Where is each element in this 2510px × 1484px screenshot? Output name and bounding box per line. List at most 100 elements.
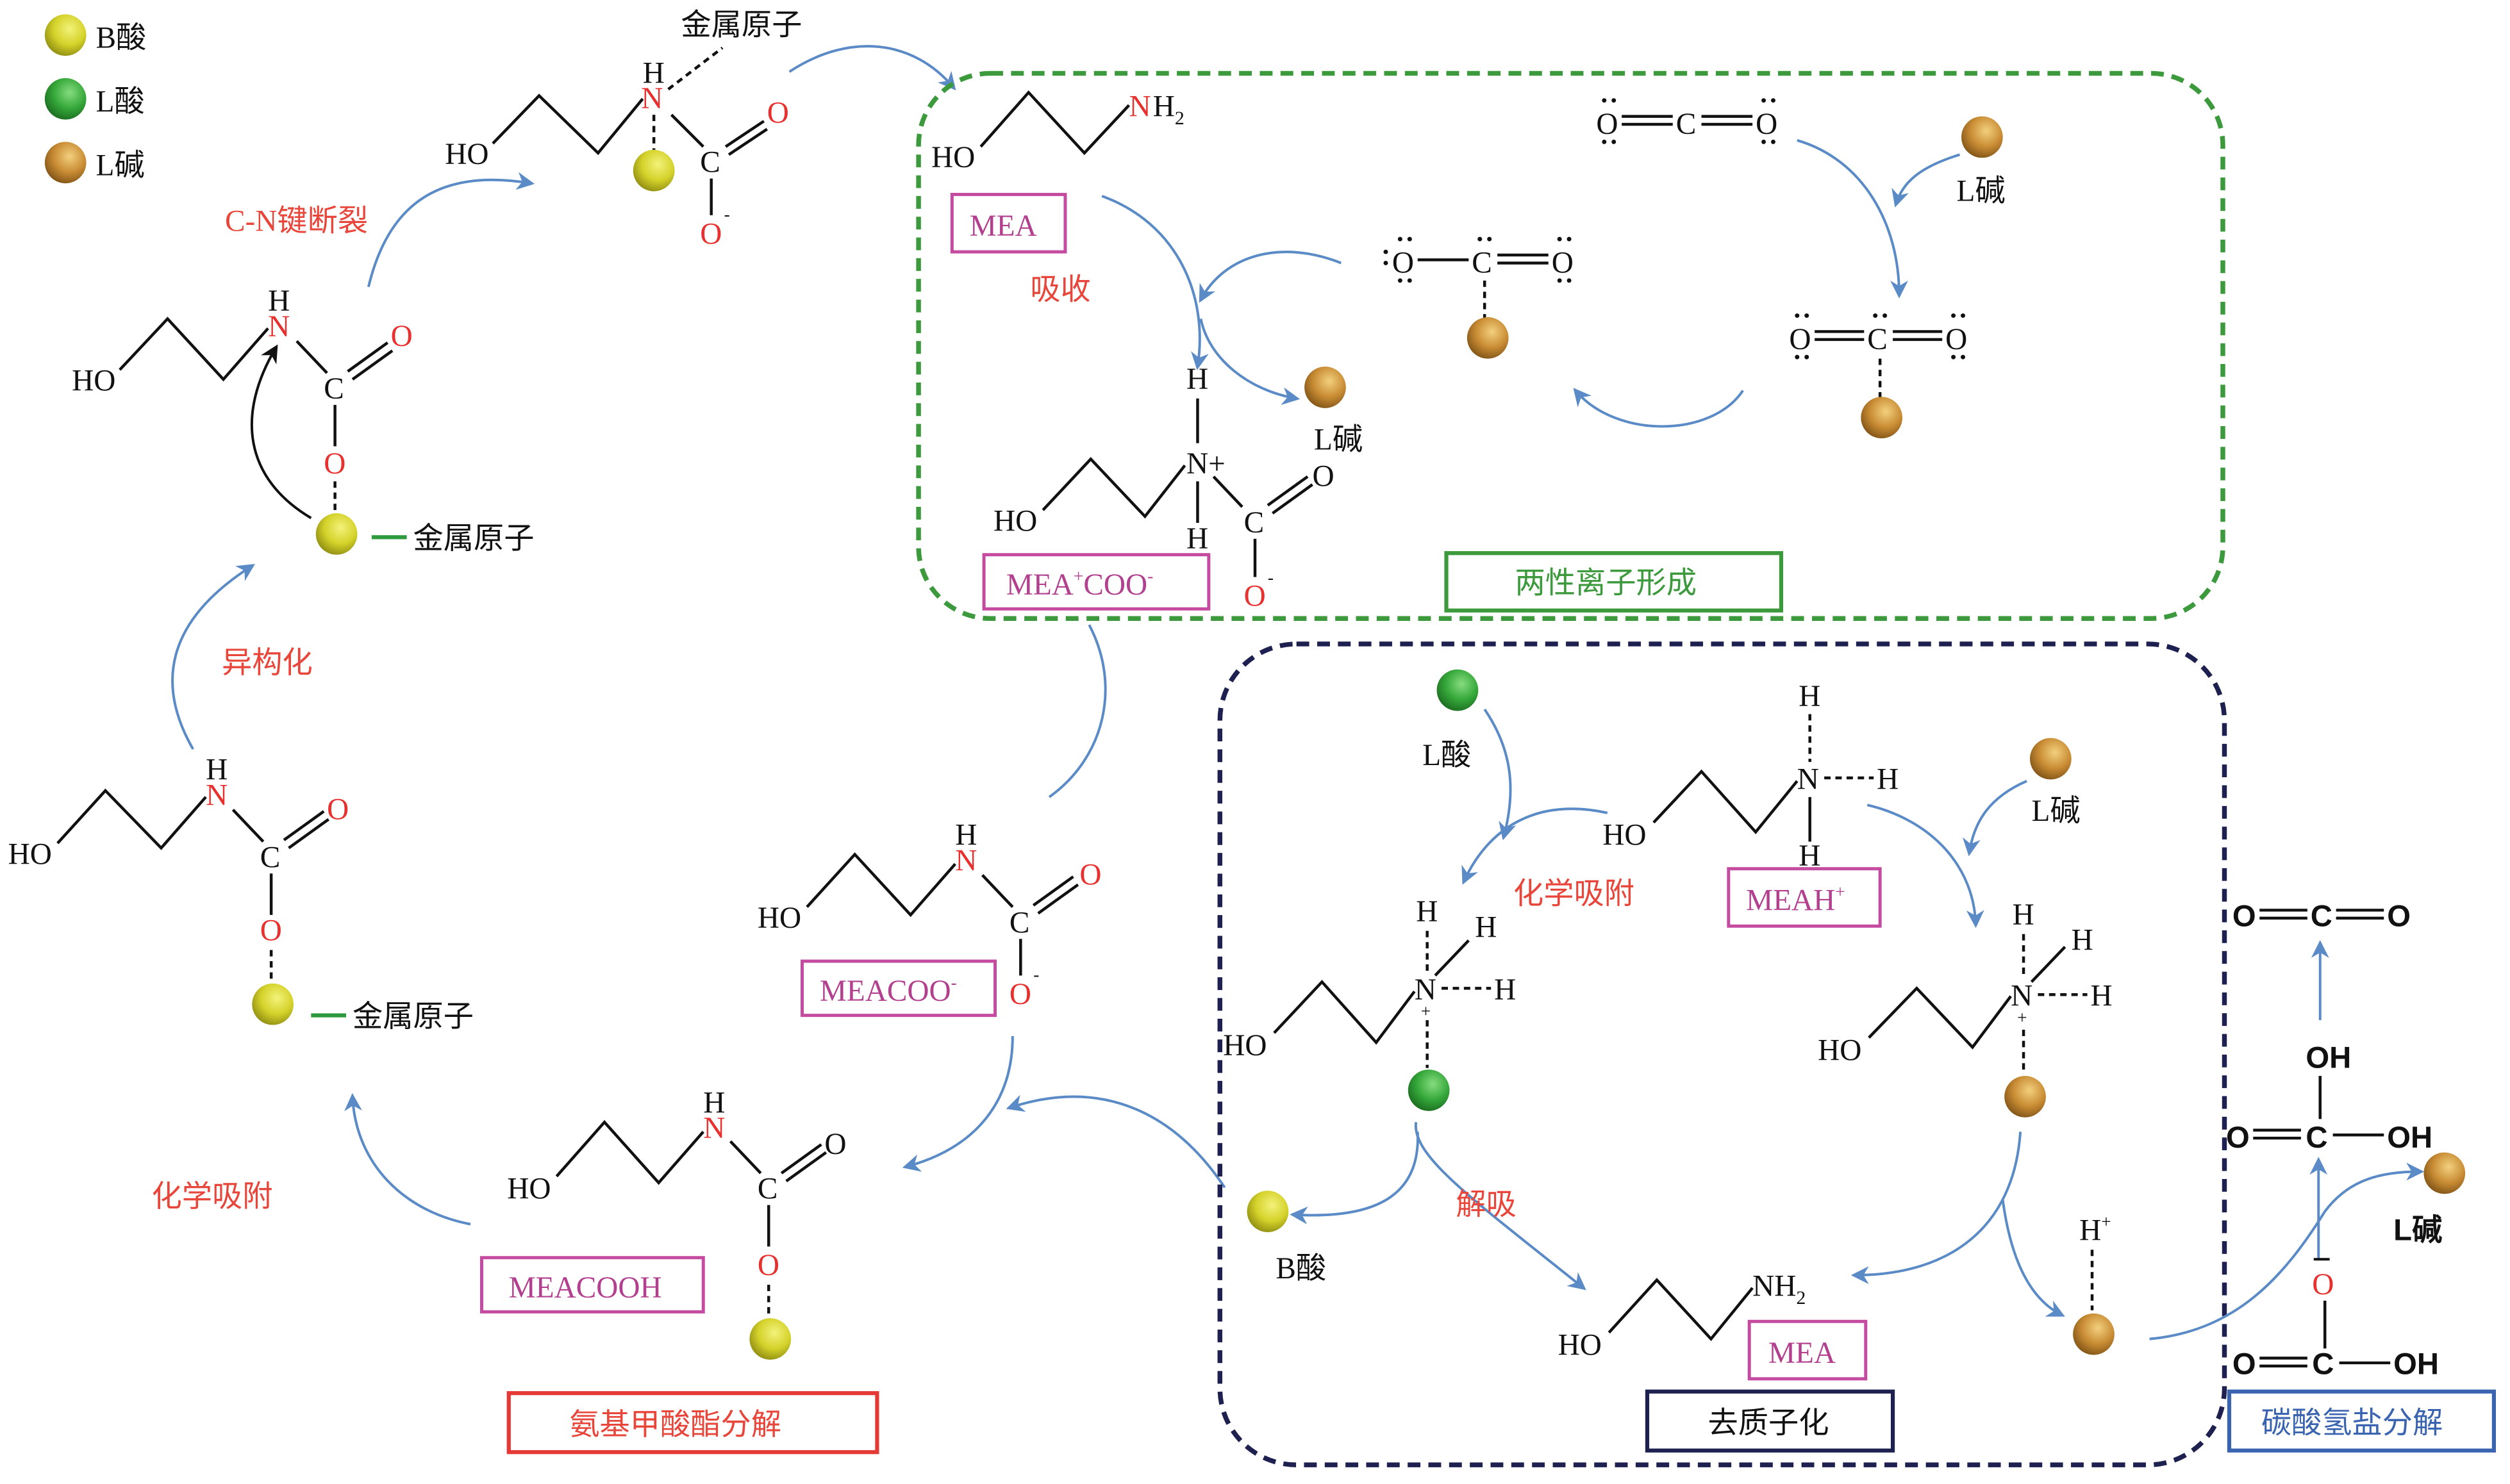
co2-molecule: O C O: [1596, 98, 1777, 144]
co2-activated-molecule: O C O: [1383, 236, 1574, 359]
atom-label: N+: [1186, 447, 1226, 481]
atom-label: N: [1129, 90, 1151, 124]
reaction-arrow: [902, 1035, 1014, 1172]
reaction-arrow: [1461, 807, 1608, 885]
isomerization-label: 异构化: [222, 647, 313, 680]
bond: [1273, 980, 1416, 1045]
atom-label: O: [2226, 1121, 2250, 1155]
reaction-arrow: [171, 564, 255, 750]
atom-label: O: [1552, 246, 1574, 279]
stage-deprotonation-label: 去质子化: [1708, 1406, 1829, 1440]
bond: [1652, 769, 1799, 835]
atom-label: HO: [931, 141, 975, 174]
atom-label: H+: [2079, 1212, 2111, 1247]
bond: [283, 810, 325, 841]
b-acid-label: B酸: [1276, 1252, 1326, 1285]
bond: [1272, 483, 1313, 515]
stage-zwitterion-label: 两性离子形成: [1515, 566, 1697, 600]
stage-label-carbamate: 氨基甲酸酯分解: [506, 1391, 879, 1455]
atom-label: O: [1945, 323, 1967, 356]
atom-label: HO: [1558, 1329, 1602, 1362]
atom-label: OH: [2387, 1121, 2432, 1155]
molecule-o-metal-carbamate-upper: HO H N C O O 金属原子: [72, 284, 534, 556]
atom-label: H: [703, 1086, 725, 1119]
bond: [1868, 986, 2012, 1050]
legend-label: L酸: [96, 85, 144, 119]
l-acid-sphere-icon: [1436, 669, 1479, 711]
atom-label: C: [1244, 506, 1265, 540]
l-base-sphere-icon: [2029, 738, 2072, 780]
atom-label: O: [1756, 108, 1777, 141]
panel-border: [1217, 641, 2227, 1467]
reaction-arrow: [1963, 780, 2027, 857]
atom-label: H: [1186, 363, 1208, 396]
reaction-arrow: [1483, 708, 1517, 841]
atom-label: O: [1789, 323, 1811, 356]
bond: [729, 1140, 762, 1175]
atom-label: O: [1392, 246, 1414, 279]
reaction-arrow: [1891, 153, 1961, 208]
l-base-sphere-icon: [2423, 1152, 2466, 1194]
atom-label: H: [1799, 839, 1820, 873]
bond: [492, 94, 644, 156]
metal-atom-label: 金属原子: [413, 522, 535, 556]
b-acid-sphere-icon: [315, 513, 358, 555]
b-acid-sphere-icon: [633, 149, 675, 192]
atom-label: HO: [993, 504, 1037, 538]
bond: [1212, 475, 1243, 508]
charge-label: +: [2017, 1008, 2027, 1027]
bond: [347, 342, 389, 373]
l-acid-label: L酸: [1422, 739, 1471, 772]
bond: [981, 874, 1014, 909]
reaction-arrow: [2149, 1162, 2425, 1340]
atom-label: O: [1596, 108, 1618, 141]
atom-label: HO: [758, 902, 801, 935]
reaction-arrow: [1866, 804, 1984, 928]
atom-label: HO: [1818, 1034, 1861, 1067]
atom-label: N: [703, 1112, 725, 1145]
atom-label: H: [2091, 980, 2113, 1013]
metal-atom-label: 金属原子: [353, 1000, 474, 1034]
atom-label: O: [391, 320, 413, 353]
species-tag-meacoo: MEACOO-: [820, 973, 957, 1008]
l-base-label: L碱: [2393, 1213, 2442, 1247]
bond: [979, 90, 1131, 156]
atom-label: H: [643, 56, 665, 90]
atom-label: O: [1313, 460, 1334, 493]
atom-label: O: [260, 914, 282, 948]
atom-label: H: [1877, 763, 1899, 796]
legend-item-b-acid: B酸: [44, 14, 146, 56]
atom-label: N: [2011, 980, 2032, 1013]
atom-label: C: [324, 372, 344, 406]
bond: [1434, 939, 1470, 977]
legend-label: L碱: [96, 149, 144, 183]
species-tag-mea: MEA: [970, 210, 1037, 243]
atom-label: C: [260, 841, 281, 874]
atom-label: H: [2013, 898, 2034, 932]
lone-pair-dots: [1795, 313, 1965, 359]
bond: [806, 852, 957, 918]
bond: [56, 788, 207, 850]
reaction-arrow: [1573, 388, 1744, 428]
atom-label: HO: [1602, 818, 1646, 852]
atom-label: C: [2312, 1347, 2334, 1381]
atom-label: H: [1494, 973, 1516, 1007]
species-tag-mea-zwitterion: MEA+COO-: [1006, 566, 1153, 602]
bond: [785, 1151, 827, 1183]
atom-label: HO: [1223, 1029, 1267, 1062]
zwitterion-formation-panel: HO N H2 MEA 吸收 L碱 H HO N+ H C O O - MEA+…: [916, 70, 2225, 621]
species-tag-meah: MEAH+: [1746, 882, 1845, 918]
atom-label: C: [758, 1173, 778, 1206]
bond: [780, 1143, 822, 1175]
bond: [1037, 883, 1079, 915]
reaction-arrow: [367, 172, 535, 288]
bond: [724, 120, 765, 148]
atom-label: N: [955, 844, 977, 877]
legend: B酸 L酸 L碱: [44, 14, 146, 184]
stage-box: [1444, 551, 1784, 613]
charge-label: +: [1421, 1002, 1431, 1021]
metal-atom-label: 金属原子: [681, 9, 802, 42]
l-base-sphere-icon: [1467, 317, 1509, 359]
b-acid-sphere-icon: [1247, 1191, 1289, 1232]
